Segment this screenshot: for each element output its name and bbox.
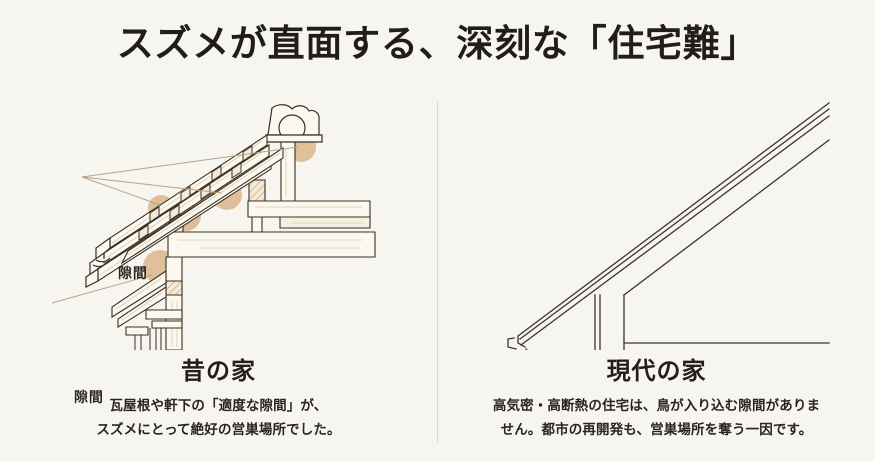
illustration-traditional-roof — [0, 95, 437, 350]
panel-modern-house: 現代の家 高気密・高断熱の住宅は、鳥が入り込む隙間がありま せん。都市の再開発も… — [438, 95, 875, 461]
panel-divider — [437, 102, 438, 442]
caption-body-old-house: 瓦屋根や軒下の「適度な隙間」が、 スズメにとって絶好の営巣場所でした。 — [0, 394, 437, 441]
panel-old-house: 隙間 隙間 昔の家 瓦屋根や軒下の「適度な隙間」が、 スズメにとって絶好の営巣場… — [0, 95, 437, 461]
gap-label-upper: 隙間 — [118, 265, 148, 281]
gap-label-lower: 隙間 — [74, 389, 104, 405]
caption-heading-modern-house: 現代の家 — [606, 359, 707, 385]
page-title: スズメが直面する、深刻な「住宅難」 — [116, 24, 759, 65]
caption-line: スズメにとって絶好の営巣場所でした。 — [96, 421, 341, 437]
caption-heading-old-house: 昔の家 — [181, 359, 256, 385]
caption-line: 瓦屋根や軒下の「適度な隙間」が、 — [109, 398, 328, 413]
caption-line: せん。都市の再開発も、営巣場所を奪う一因です。 — [500, 421, 813, 437]
leader-lines — [51, 146, 299, 304]
illustration-modern-roof — [438, 95, 875, 350]
caption-body-modern-house: 高気密・高断熱の住宅は、鳥が入り込む隙間がありま せん。都市の再開発も、営巣場所… — [438, 394, 875, 441]
caption-line: 高気密・高断熱の住宅は、鳥が入り込む隙間がありま — [492, 398, 821, 413]
